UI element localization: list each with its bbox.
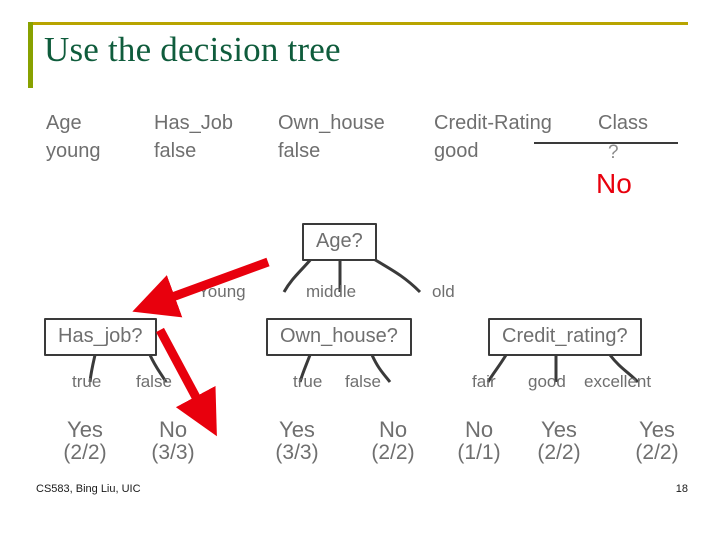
leaf-count: (3/3) <box>275 440 319 464</box>
footer-attribution: CS583, Bing Liu, UIC <box>36 483 141 495</box>
cell-age: young <box>46 140 101 162</box>
tree-leaf: No (2/2) <box>358 418 428 464</box>
tree-node-credit-rating[interactable]: Credit_rating? <box>488 318 642 356</box>
title-accent-bar <box>28 22 33 88</box>
leaf-count: (1/1) <box>457 440 501 464</box>
edge-label-credit-good: good <box>528 372 566 391</box>
tree-leaf: Yes (2/2) <box>622 418 692 464</box>
column-header-class: Class <box>598 112 649 134</box>
title-rule <box>28 22 688 25</box>
class-column-underline <box>534 142 678 144</box>
cell-class-unknown: ? <box>608 142 619 163</box>
column-header-age: Age <box>46 112 82 134</box>
cell-credit-rating: good <box>434 140 479 162</box>
tree-leaf: Yes (2/2) <box>50 418 120 464</box>
edge-label-has-job-true: true <box>72 372 102 391</box>
leaf-label: Yes <box>541 417 577 442</box>
predicted-answer: No <box>596 168 632 199</box>
table-row: young false false good <box>46 140 676 168</box>
tree-node-has-job[interactable]: Has_job? <box>44 318 157 356</box>
attribute-table: Age Has_Job Own_house Credit-Rating Clas… <box>46 112 676 168</box>
cell-own-house: false <box>278 140 321 162</box>
tree-node-own-house[interactable]: Own_house? <box>266 318 412 356</box>
tree-leaf: Yes (3/3) <box>262 418 332 464</box>
edge-label-own-house-false: false <box>345 372 381 391</box>
table-header-row: Age Has_Job Own_house Credit-Rating Clas… <box>46 112 676 140</box>
edge-label-own-house-true: true <box>293 372 323 391</box>
edge-label-young: Young <box>198 282 246 301</box>
leaf-label: Yes <box>67 417 103 442</box>
leaf-count: (2/2) <box>371 440 415 464</box>
column-header-has-job: Has_Job <box>154 112 233 134</box>
leaf-label: No <box>464 417 494 442</box>
leaf-label: Yes <box>279 417 315 442</box>
decision-tree: Age? Young middle old Has_job? Own_house… <box>0 200 720 490</box>
column-header-own-house: Own_house <box>278 112 385 134</box>
leaf-count: (2/2) <box>635 440 679 464</box>
page-number: 18 <box>675 483 688 495</box>
edge-label-middle: middle <box>306 282 357 301</box>
leaf-count: (2/2) <box>63 440 107 464</box>
cell-has-job: false <box>154 140 197 162</box>
edge-label-credit-excellent: excellent <box>584 372 652 391</box>
column-header-credit-rating: Credit-Rating <box>434 112 552 134</box>
edge-label-has-job-false: false <box>136 372 172 391</box>
tree-node-age[interactable]: Age? <box>302 223 377 261</box>
leaf-label: No <box>158 417 188 442</box>
tree-leaf: Yes (2/2) <box>524 418 594 464</box>
leaf-label: No <box>378 417 408 442</box>
leaf-count: (3/3) <box>151 440 195 464</box>
edge-label-old: old <box>432 282 455 301</box>
leaf-count: (2/2) <box>537 440 581 464</box>
edge-label-credit-fair: fair <box>472 372 496 391</box>
leaf-label: Yes <box>639 417 675 442</box>
page-title: Use the decision tree <box>44 30 341 69</box>
tree-leaf: No (3/3) <box>138 418 208 464</box>
tree-leaf: No (1/1) <box>444 418 514 464</box>
